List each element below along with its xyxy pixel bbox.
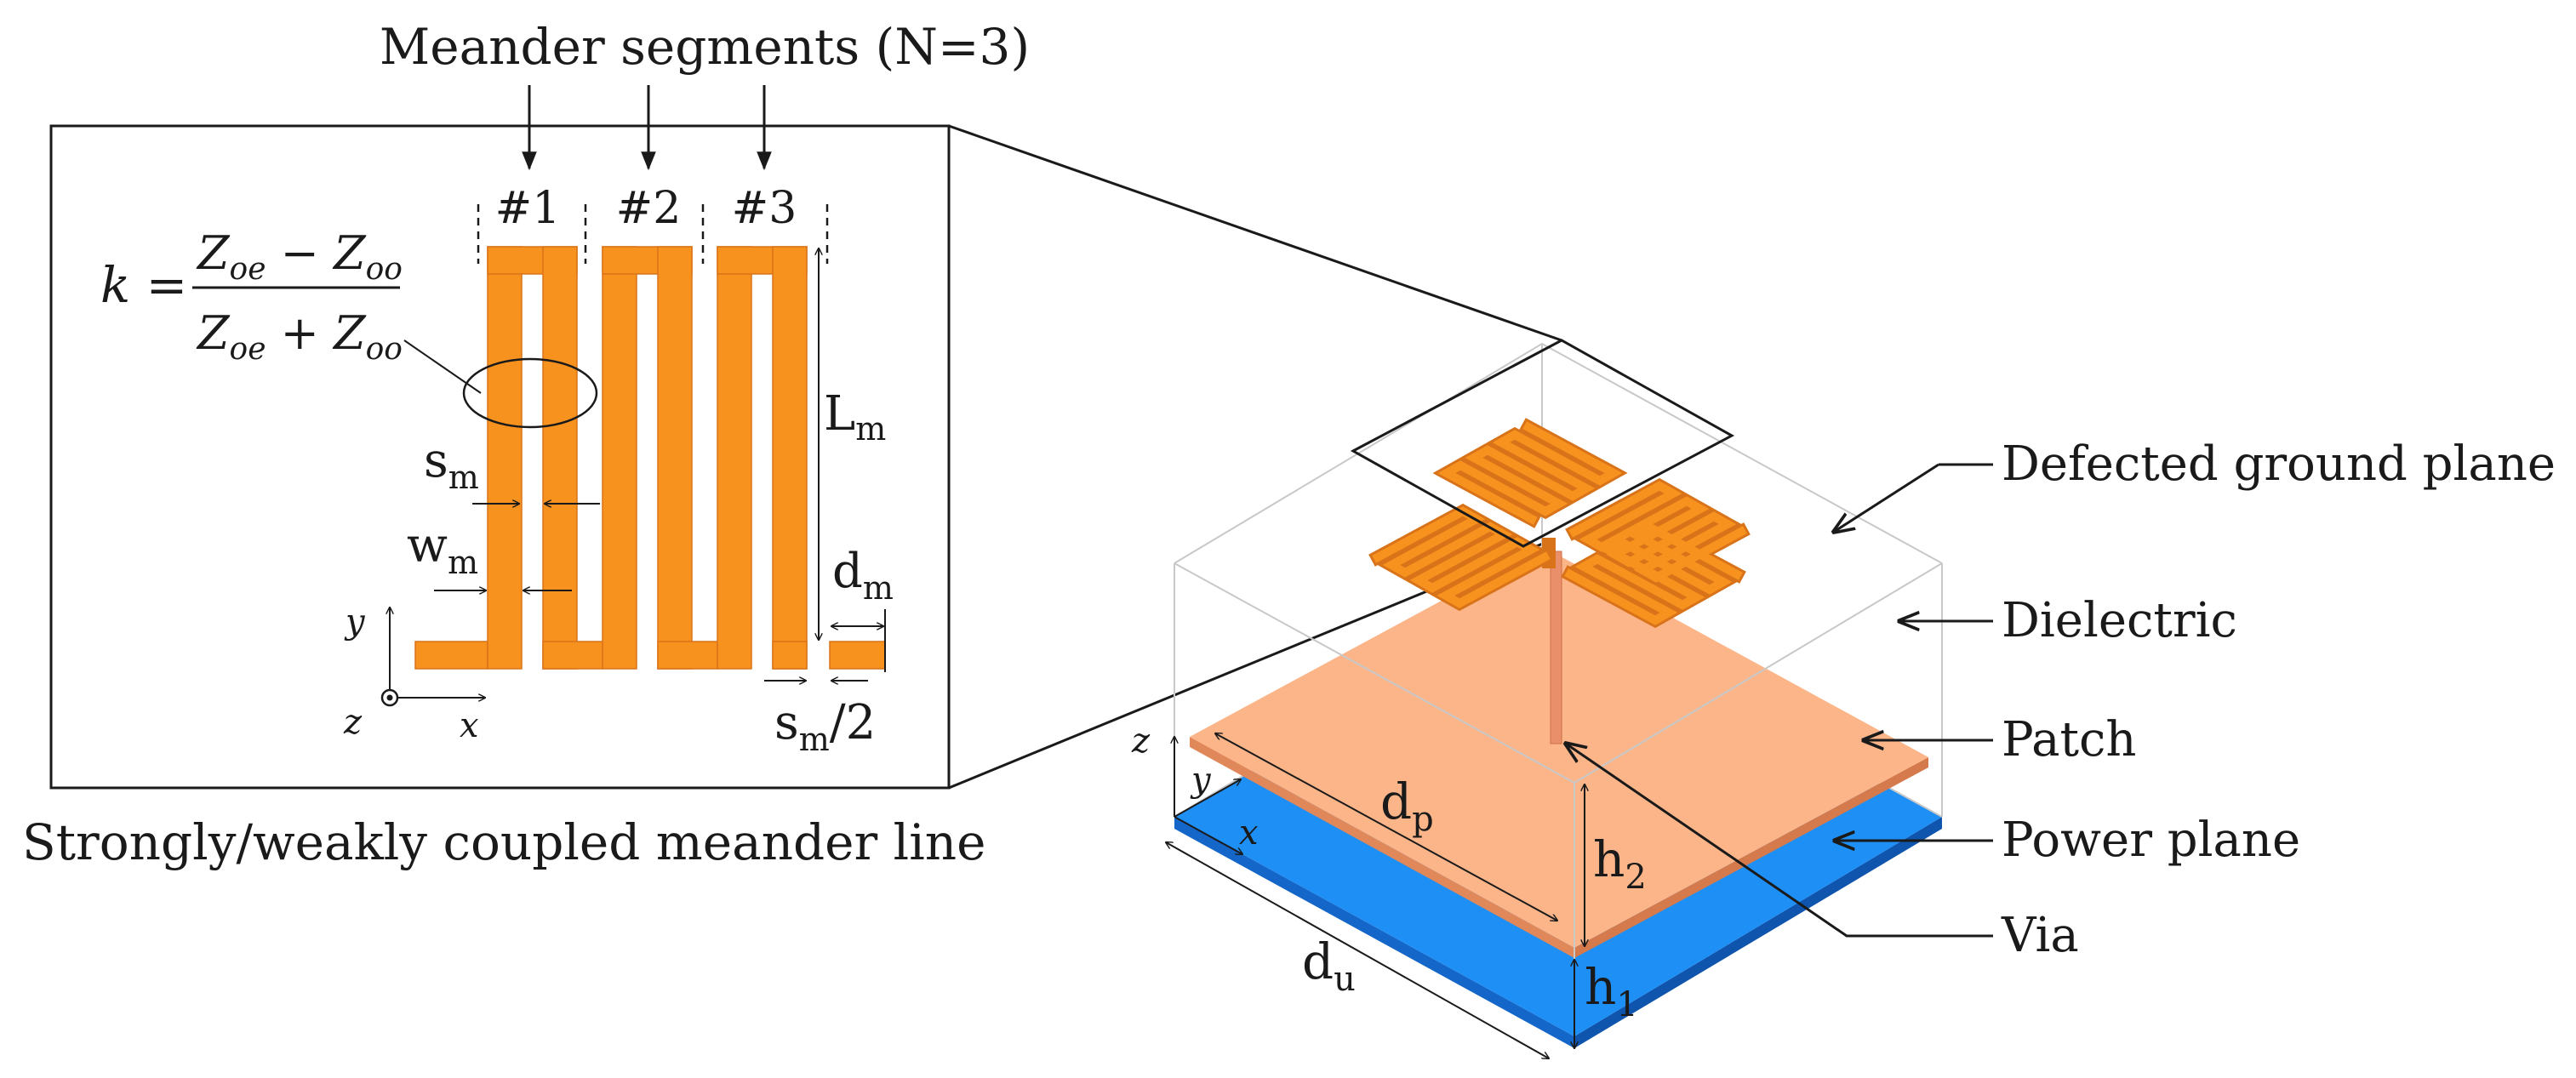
inset-axis-y: y (344, 602, 366, 642)
dp-label: dp (1380, 773, 1434, 839)
defected-ground-plane-fill (1372, 421, 1747, 625)
sm-label: sm (424, 433, 479, 496)
meander-line (414, 246, 886, 670)
label-via: Via (2001, 908, 2079, 963)
formula-lhs: k = (100, 256, 187, 314)
formula-numerator: Zoe − Zoo (196, 226, 403, 287)
via (1550, 550, 1562, 744)
meander-segments-title: Meander segments (N=3) (380, 18, 1030, 76)
formula-denominator: Zoe + Zoo (196, 306, 403, 367)
h1-label: h1 (1585, 958, 1638, 1024)
inset-box (49, 124, 951, 790)
segment-label-2: #2 (616, 183, 682, 234)
zoom-highlight-box (1350, 339, 1735, 548)
callout-via (1566, 744, 1993, 938)
formula-leader (403, 339, 482, 394)
lm-label: Lm (824, 386, 886, 448)
label-dielectric: Dielectric (2002, 593, 2237, 648)
stack-axis-y: y (1190, 761, 1212, 800)
inset-axis-x: x (460, 706, 479, 745)
dm-label: dm (832, 544, 894, 607)
h2-label: h2 (1593, 830, 1647, 897)
label-power-plane: Power plane (2002, 813, 2300, 868)
coupling-ellipse (462, 357, 598, 429)
callout-dgp-arrow (1834, 463, 1939, 532)
segment-label-3: #3 (732, 183, 797, 234)
label-patch: Patch (2002, 712, 2136, 767)
coupling-formula: k = Zoe − Zoo Zoe + Zoo (100, 226, 403, 367)
wm-label: wm (407, 518, 478, 581)
du-dimension (1166, 842, 1549, 1058)
stack-axis-z: z (1131, 722, 1151, 761)
stack-axis-x: x (1239, 813, 1259, 853)
segment-label-1: #1 (495, 183, 561, 234)
inset-axis-z: z (343, 703, 363, 742)
caption: Strongly/weakly coupled meander line (22, 813, 985, 871)
zoom-line-top (948, 124, 1562, 342)
sm2-label: sm/2 (774, 695, 876, 758)
axes-icon (380, 607, 485, 707)
du-label: du (1302, 933, 1356, 999)
label-defected-ground-plane: Defected ground plane (2002, 436, 2556, 492)
